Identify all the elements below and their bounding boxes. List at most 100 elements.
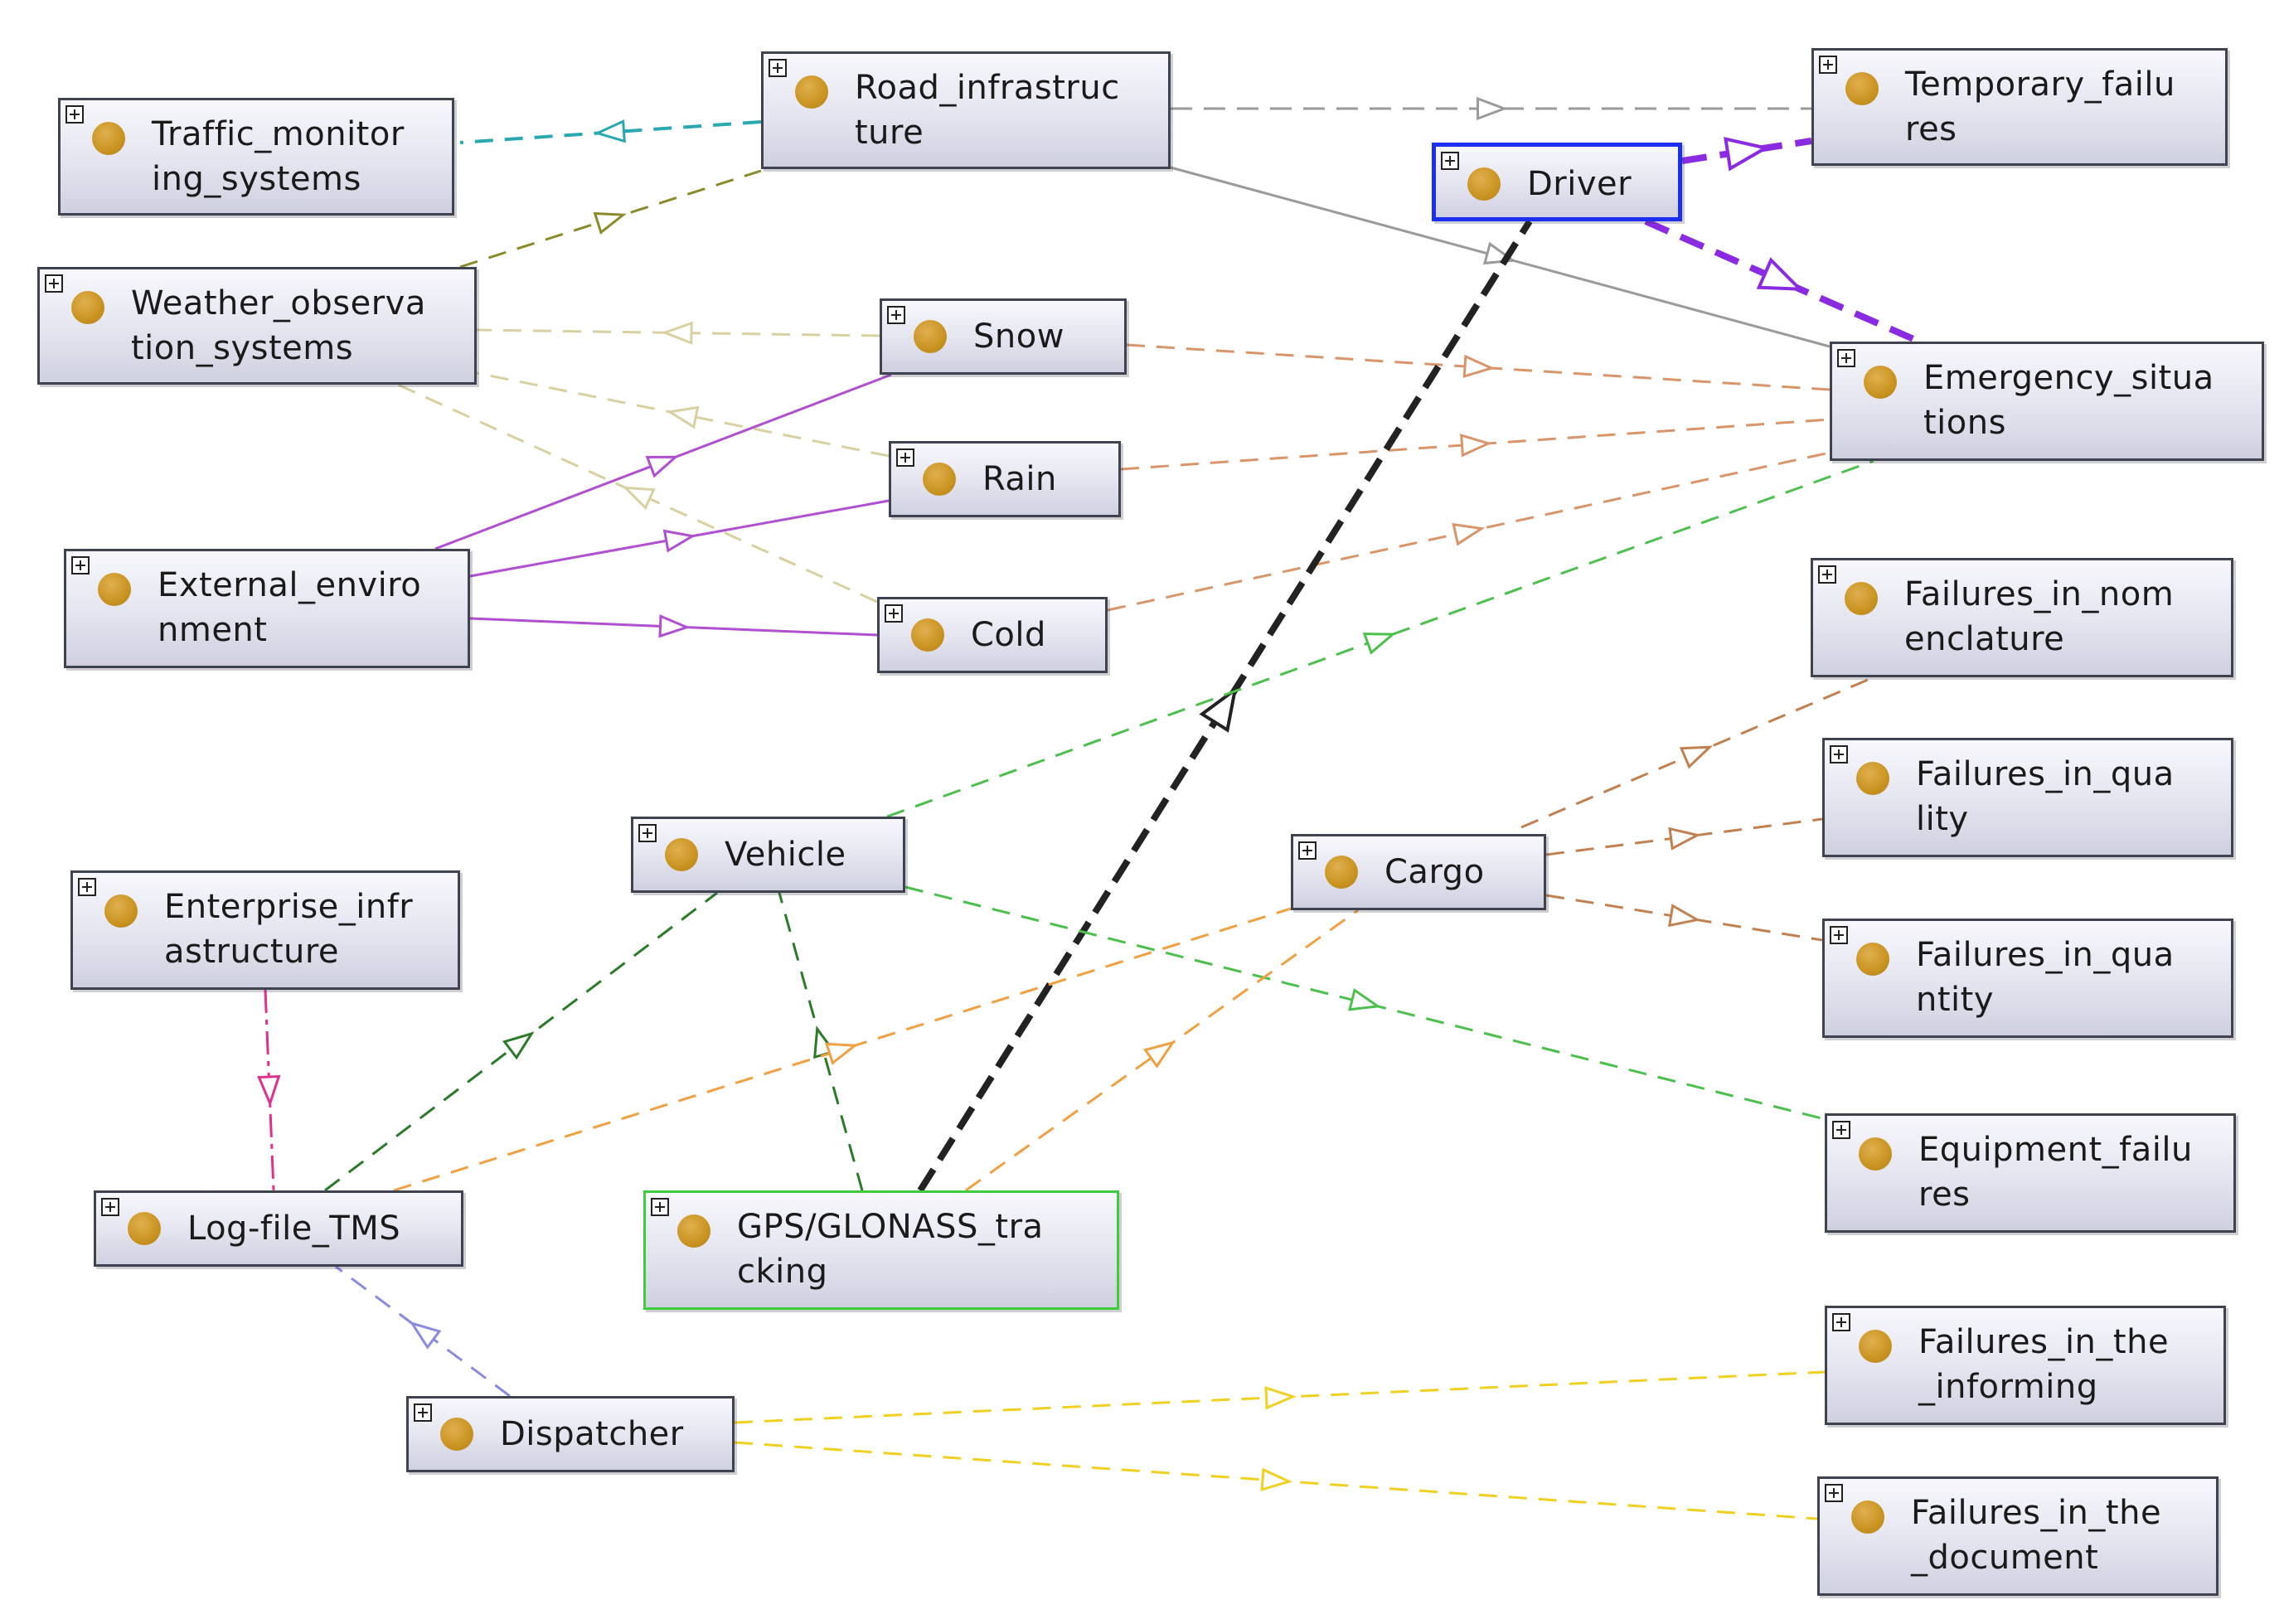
arrowhead-icon	[1756, 257, 1805, 291]
class-node-cargo[interactable]: Cargo	[1291, 834, 1546, 910]
edge-gps-glonass-tracking-to-driver[interactable]	[917, 219, 1533, 1193]
class-node-label-line: Snow	[973, 318, 1064, 356]
arrowhead-icon	[662, 529, 696, 553]
edge-rain-to-emergency-situations[interactable]	[1120, 418, 1831, 471]
arrowhead-icon	[1199, 686, 1238, 733]
expand-icon[interactable]	[1819, 56, 1837, 74]
expand-icon[interactable]	[78, 878, 96, 896]
class-node-label-line: Temporary_failu	[1905, 65, 2175, 104]
expand-icon[interactable]	[1441, 152, 1459, 170]
edge-driver-to-temporary-failures[interactable]	[1681, 137, 1812, 172]
class-icon	[923, 463, 956, 496]
class-node-dispatcher[interactable]: Dispatcher	[406, 1396, 735, 1472]
edge-driver-to-emergency-situations[interactable]	[1644, 218, 1921, 345]
edge-vehicle-to-equipment-failures[interactable]	[904, 885, 1826, 1121]
edge-enterprise-infrastructure-to-log-file-tms[interactable]	[257, 989, 281, 1191]
class-node-label-line: cking	[737, 1253, 828, 1291]
edge-external-environment-to-rain[interactable]	[469, 499, 890, 578]
edge-weather-observation-systems-to-road-infrastructure[interactable]	[459, 169, 762, 269]
class-icon	[1325, 856, 1358, 889]
edge-gps-glonass-tracking-to-cargo[interactable]	[965, 909, 1359, 1192]
expand-icon[interactable]	[1825, 1484, 1843, 1502]
edge-dispatcher-to-failures-in-the-informing[interactable]	[734, 1370, 1826, 1424]
expand-icon[interactable]	[1832, 1313, 1850, 1331]
arrowhead-icon	[594, 119, 626, 143]
arrowhead-icon	[666, 405, 700, 429]
edge-line	[917, 219, 1533, 1193]
class-node-vehicle[interactable]: Vehicle	[631, 817, 905, 893]
edge-gps-glonass-tracking-to-vehicle[interactable]	[778, 892, 864, 1191]
expand-icon[interactable]	[1832, 1121, 1850, 1139]
arrowhead-icon	[1452, 522, 1486, 546]
class-node-rain[interactable]: Rain	[889, 441, 1121, 517]
edge-cargo-to-failures-in-nomenclature[interactable]	[1520, 676, 1874, 829]
class-icon	[1856, 943, 1889, 976]
class-node-log-file-tms[interactable]: Log-file_TMS	[94, 1190, 463, 1267]
edge-external-environment-to-cold[interactable]	[469, 614, 878, 638]
edge-line	[1681, 138, 1812, 164]
class-icon	[795, 75, 828, 109]
edge-rain-to-weather-observation-systems[interactable]	[476, 371, 890, 458]
expand-icon[interactable]	[45, 274, 63, 293]
expand-icon[interactable]	[65, 105, 84, 124]
edge-snow-to-emergency-situations[interactable]	[1126, 343, 1831, 391]
class-node-snow[interactable]: Snow	[880, 298, 1127, 375]
edge-cargo-to-failures-in-quality[interactable]	[1545, 817, 1823, 856]
arrowhead-icon	[502, 1031, 535, 1060]
expand-icon[interactable]	[414, 1403, 432, 1422]
expand-icon[interactable]	[769, 59, 787, 77]
expand-icon[interactable]	[71, 556, 90, 574]
class-node-label-line: Weather_observa	[131, 284, 426, 322]
expand-icon[interactable]	[1830, 745, 1848, 764]
edge-cold-to-weather-observation-systems[interactable]	[397, 383, 878, 604]
edge-log-file-tms-to-cargo[interactable]	[393, 907, 1292, 1192]
expand-icon[interactable]	[101, 1198, 119, 1216]
arrowhead-icon	[1724, 137, 1771, 172]
class-node-driver[interactable]: Driver	[1432, 143, 1682, 221]
expand-icon[interactable]	[896, 448, 914, 467]
expand-icon[interactable]	[651, 1198, 669, 1216]
edge-external-environment-to-snow[interactable]	[434, 373, 892, 550]
expand-icon[interactable]	[887, 306, 905, 324]
arrowhead-icon	[1348, 987, 1382, 1011]
edge-dispatcher-to-log-file-tms[interactable]	[335, 1265, 511, 1398]
class-node-label-line: Rain	[982, 460, 1057, 498]
arrowhead-icon	[409, 1321, 442, 1350]
edge-road-infrastructure-to-traffic-monitoring-systems[interactable]	[459, 119, 762, 144]
class-icon	[911, 618, 944, 652]
expand-icon[interactable]	[1818, 565, 1836, 584]
arrowhead-icon	[825, 1042, 859, 1065]
arrowhead-icon	[593, 211, 627, 235]
class-node-cold[interactable]: Cold	[877, 597, 1108, 673]
expand-icon[interactable]	[1837, 349, 1855, 367]
expand-icon[interactable]	[638, 824, 657, 842]
class-node-failures-in-the-informing[interactable]: Failures_in_the_informing	[1825, 1306, 2226, 1425]
expand-icon[interactable]	[885, 604, 903, 623]
edge-log-file-tms-to-vehicle[interactable]	[324, 891, 718, 1192]
edge-dispatcher-to-failures-in-the-document[interactable]	[734, 1441, 1818, 1520]
edge-cargo-to-failures-in-quantity[interactable]	[1545, 894, 1823, 942]
class-node-failures-in-the-document[interactable]: Failures_in_the_document	[1817, 1476, 2219, 1596]
expand-icon[interactable]	[1298, 841, 1317, 860]
edge-snow-to-weather-observation-systems[interactable]	[476, 321, 880, 345]
edge-vehicle-to-emergency-situations[interactable]	[886, 459, 1874, 818]
expand-icon[interactable]	[1830, 926, 1848, 944]
edge-cold-to-emergency-situations[interactable]	[1107, 451, 1831, 612]
edge-road-infrastructure-to-temporary-failures[interactable]	[1171, 96, 1811, 121]
arrowhead-icon	[661, 321, 693, 345]
